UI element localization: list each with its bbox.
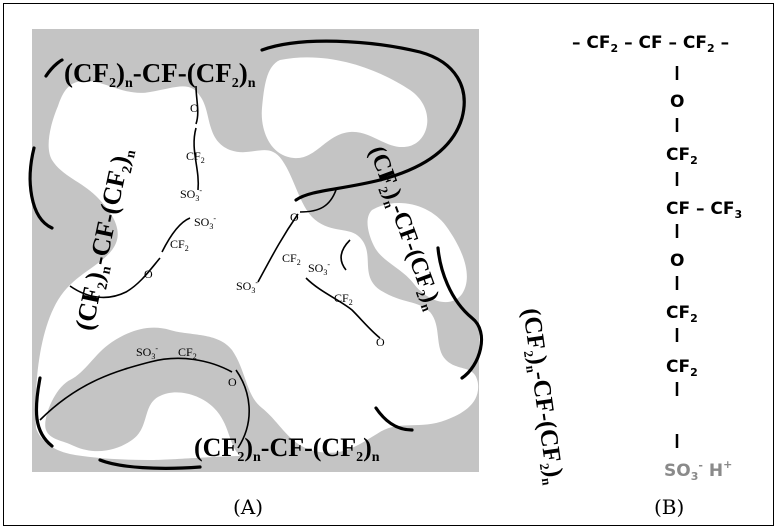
terminal-sulfonic-acid: SO3- H+: [664, 458, 732, 483]
chain-oxygen-2: O: [670, 251, 684, 271]
chain-cf2-3: CF2: [666, 357, 698, 379]
svg-text:CF2: CF2: [178, 345, 197, 361]
svg-text:CF2: CF2: [282, 251, 301, 267]
svg-text:O: O: [190, 101, 199, 115]
polymer-backbone-lines: [28, 39, 484, 470]
svg-text:O: O: [376, 335, 385, 349]
svg-text:CF2: CF2: [170, 237, 189, 253]
backbone-formula: – CF2 – CF – CF2 –: [572, 33, 729, 55]
chain-cf2-2: CF2: [666, 303, 698, 325]
chain-cf-cf3: CF – CF3: [666, 199, 742, 221]
backbone-top: (CF2)n-CF-(CF2)n: [64, 58, 256, 91]
backbone-bottom: (CF2)n-CF-(CF2)n: [194, 433, 380, 465]
water-pore-lobe: [261, 57, 428, 159]
panel-a-label: (A): [233, 495, 264, 519]
water-pore-right: [367, 203, 467, 303]
side-chain-lines: [39, 85, 381, 449]
svg-text:CF2: CF2: [186, 149, 205, 165]
chain-cf2-1: CF2: [666, 145, 698, 167]
svg-text:O: O: [228, 375, 237, 389]
svg-text:O: O: [144, 267, 153, 281]
water-pore-region: [35, 80, 479, 460]
chain-oxygen-1: O: [670, 92, 684, 112]
panel-b-label: (B): [654, 495, 685, 519]
svg-text:O: O: [290, 210, 299, 224]
svg-text:CF2: CF2: [334, 291, 353, 307]
